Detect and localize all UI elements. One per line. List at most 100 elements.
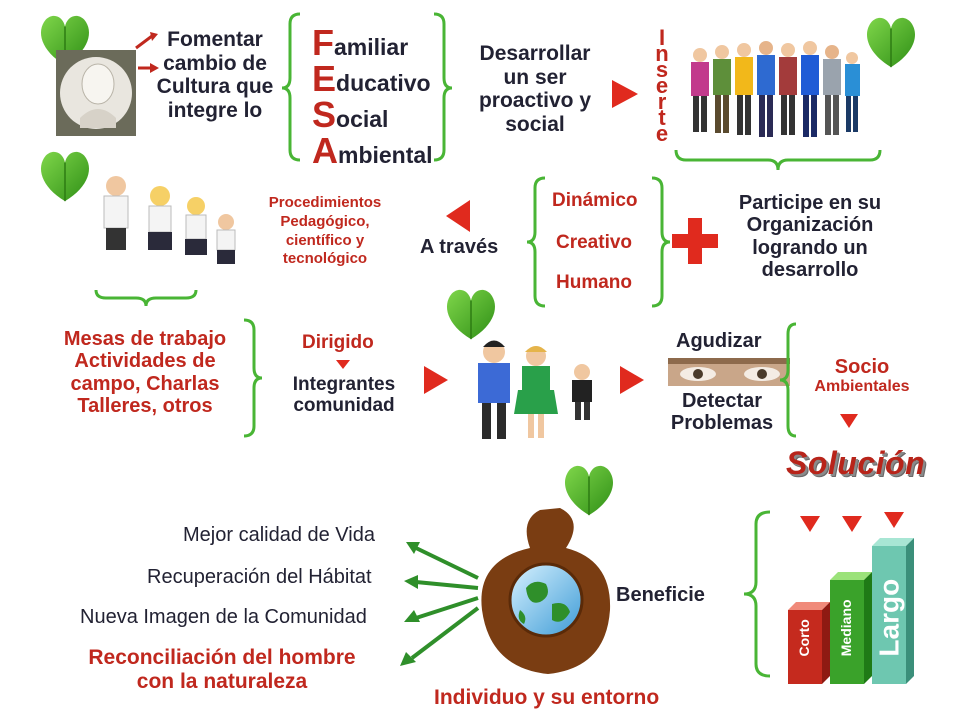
desarrollar-line: Desarrollar — [479, 42, 591, 65]
solucion-text: Solución — [786, 445, 926, 481]
bottom-brace — [674, 149, 882, 171]
reconciliacion-line: Reconciliación del hombre — [88, 646, 356, 669]
participe-line: logrando un — [752, 236, 868, 259]
socio-brace — [779, 322, 797, 438]
fesa-initial: E — [312, 58, 337, 99]
plazo-label-corto: Corto — [796, 619, 813, 657]
children-brace — [94, 289, 198, 307]
plazo-label-mediano: Mediano — [838, 599, 855, 657]
group-of-people-image — [691, 41, 860, 137]
triangle-down-icon — [840, 414, 858, 428]
fomentar-line: Cultura que — [156, 75, 274, 99]
socio-line: Socio — [834, 356, 890, 378]
qualities-brace-right — [651, 176, 671, 308]
procedimientos-text: Procedimientos Pedagógico, científico y … — [244, 194, 406, 269]
detectar-line: Detectar — [681, 390, 763, 412]
triangle-arrow-icon — [620, 366, 644, 394]
mesas-brace — [243, 318, 263, 438]
participe-line: Participe en su — [738, 192, 882, 214]
quality-creativo: Creativo — [556, 232, 633, 253]
leaf-icon — [564, 465, 614, 516]
benefit-item: Recuperación del Hábitat — [147, 566, 372, 588]
fesa-rest: ducativo — [336, 70, 431, 96]
mesas-text: Mesas de trabajo Actividades de campo, C… — [48, 328, 242, 418]
fomentar-line: Fomentar — [167, 28, 263, 51]
integrantes-line: comunidad — [293, 395, 395, 417]
agudizar-text: Agudizar — [676, 330, 762, 352]
participe-text: Participe en su Organización logrando un… — [722, 192, 898, 282]
procedimientos-line: tecnológico — [282, 250, 368, 268]
inserte-letter: s — [655, 57, 669, 82]
family-image — [478, 340, 592, 439]
plus-icon — [672, 218, 718, 264]
fomentar-text: Fomentar cambio de Cultura que integre l… — [150, 28, 280, 122]
fesa-initial: F — [312, 22, 334, 63]
fesa-familiar: Familiar — [312, 22, 408, 64]
beneficie-text: Beneficie — [616, 584, 705, 606]
inserte-letter: r — [657, 89, 667, 114]
quality-dinamico: Dinámico — [552, 190, 638, 211]
inserte-letter: n — [655, 41, 669, 66]
fesa-ambiental: Ambiental — [312, 130, 433, 172]
arrow-icon — [135, 34, 153, 50]
left-brace — [281, 12, 301, 162]
quality-humano: Humano — [556, 272, 632, 293]
plazo-brace — [743, 510, 771, 678]
integrantes-text: Integrantes comunidad — [280, 374, 408, 417]
mesas-line: Actividades de — [74, 350, 216, 373]
fesa-initial: S — [312, 94, 337, 135]
procedimientos-line: Pedagógico, — [280, 212, 370, 230]
fesa-educativo: Educativo — [312, 58, 431, 100]
detectar-text: Detectar Problemas — [660, 390, 784, 435]
plazo-bars — [788, 538, 914, 684]
a-traves-text: A través — [420, 236, 499, 258]
inserte-letter: I — [658, 25, 666, 50]
fesa-rest: ocial — [336, 106, 389, 132]
triangle-left-icon — [446, 200, 470, 232]
leaf-icon — [866, 17, 916, 68]
plazo-label-largo: Largo — [873, 578, 905, 657]
participe-line: desarrollo — [761, 259, 859, 282]
leaf-icon — [40, 151, 90, 202]
inserte-letter: t — [658, 105, 666, 130]
mesas-line: campo, Charlas — [70, 372, 220, 395]
individuo-text: Individuo y su entorno — [434, 686, 660, 709]
inserte-letter: e — [655, 121, 669, 146]
triangle-arrow-icon — [612, 80, 638, 108]
triangle-down-icon — [336, 360, 350, 369]
inserte-letter: e — [655, 73, 669, 98]
triangle-down-icon — [800, 516, 820, 532]
socio-line: Ambientales — [814, 378, 910, 396]
inserte-vertical-text: I n s e r t e — [650, 25, 674, 146]
eyes-image — [668, 358, 790, 386]
fesa-rest: amiliar — [334, 34, 409, 60]
fesa-rest: mbiental — [338, 142, 433, 168]
fomentar-line: integre lo — [167, 98, 263, 122]
procedimientos-line: científico y — [285, 231, 365, 249]
individuo-globe-image — [481, 508, 611, 674]
dirigido-text: Dirigido — [302, 332, 374, 353]
desarrollar-text: Desarrollar un ser proactivo y social — [462, 42, 608, 136]
fesa-social: Social — [312, 94, 388, 136]
reconciliacion-text: Reconciliación del hombre con la natural… — [52, 646, 392, 693]
socio-ambientales-text: Socio Ambientales — [800, 356, 924, 396]
children-group-image — [103, 176, 236, 264]
bust-statue-image — [56, 50, 136, 136]
benefit-item: Mejor calidad de Vida — [183, 524, 375, 546]
benefit-arrows — [400, 542, 480, 666]
benefit-item: Nueva Imagen de la Comunidad — [80, 606, 367, 628]
desarrollar-line: un ser — [503, 65, 567, 89]
fesa-initial: A — [312, 130, 338, 171]
leaf-icon — [446, 289, 496, 340]
reconciliacion-line: con la naturaleza — [136, 669, 308, 693]
desarrollar-line: proactivo y — [478, 89, 592, 113]
mesas-line: Mesas de trabajo — [63, 328, 227, 350]
detectar-line: Problemas — [670, 412, 774, 435]
fomentar-line: cambio de — [163, 51, 267, 75]
integrantes-line: Integrantes — [292, 374, 396, 395]
mesas-line: Talleres, otros — [77, 395, 213, 418]
participe-line: Organización — [746, 214, 874, 237]
triangle-arrow-icon — [424, 366, 448, 394]
triangle-down-icon — [842, 516, 862, 532]
